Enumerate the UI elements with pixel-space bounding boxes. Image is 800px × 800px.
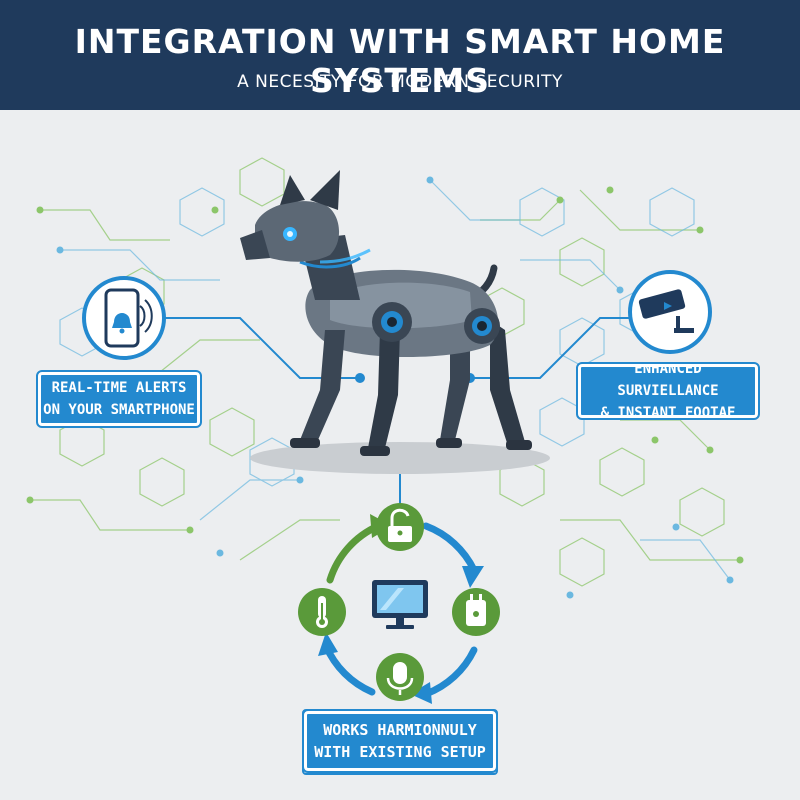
callout-bottom-frame	[302, 709, 498, 775]
smart-home-cycle	[318, 514, 484, 704]
callout-bottom-line1: WORKS HARMIONNULY	[323, 721, 477, 739]
header-banner: INTEGRATION WITH SMART HOME SYSTEMS A NE…	[0, 0, 800, 110]
callout-works-harmoniously: WORKS HARMIONNULY WITH EXISTING SETUP	[302, 709, 498, 773]
callout-left-line2: ON YOUR SMARTPHONE	[43, 402, 195, 418]
smartphone-bell-icon	[82, 276, 166, 360]
monitor-icon	[372, 580, 428, 629]
callout-realtime-alerts: REAL-TIME ALERTS ON YOUR SMARTPHONE	[36, 370, 202, 428]
security-camera-icon	[628, 270, 712, 354]
callout-right-line2: & INSTANT FOOTAE	[600, 405, 736, 421]
callout-left-line1: REAL-TIME ALERTS	[51, 380, 187, 396]
page-title: INTEGRATION WITH SMART HOME SYSTEMS	[74, 22, 726, 100]
callout-surveillance: ENHANCED SURVIELLANCE & INSTANT FOOTAE	[576, 361, 760, 421]
callout-right-line1: ENHANCED SURVIELLANCE	[617, 361, 719, 399]
thermometer-icon	[298, 588, 346, 636]
robot-dog-illustration	[240, 170, 532, 456]
unlock-icon	[376, 503, 424, 551]
smart-plug-icon	[452, 588, 500, 636]
dog-shadow	[250, 442, 550, 474]
microphone-icon	[376, 653, 424, 701]
page-subtitle: A NECESITY FOR MODERN SECURITY	[237, 72, 563, 92]
callout-bottom-line2: WITH EXISTING SETUP	[314, 743, 486, 761]
